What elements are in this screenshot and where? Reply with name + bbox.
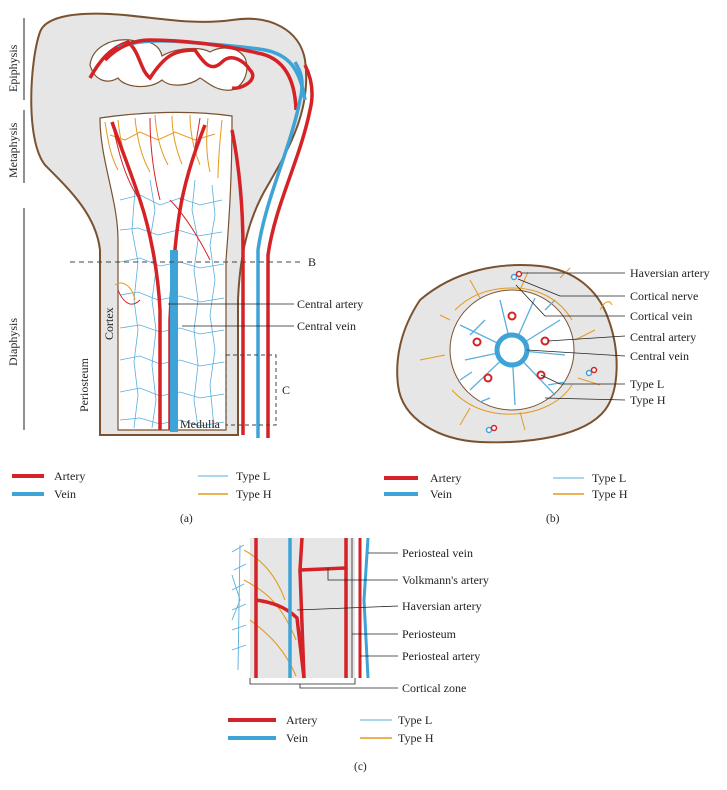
label-periosteum: Periosteum [77, 357, 91, 412]
legend-a: Artery Vein Type L Type H [12, 469, 272, 501]
label-central-vein: Central vein [297, 319, 356, 333]
legend-c-typeh: Type H [398, 731, 434, 745]
label-volkmanns-artery: Volkmann's artery [402, 573, 489, 587]
epiphyseal-artery [88, 40, 255, 90]
label-type-l-b: Type L [630, 377, 664, 391]
label-central-artery: Central artery [297, 297, 363, 311]
label-periosteal-artery: Periosteal artery [402, 649, 480, 663]
label-b: B [308, 255, 316, 269]
caption-a: (a) [180, 513, 193, 525]
caption-b: (b) [546, 513, 560, 525]
legend-c-typel: Type L [398, 713, 432, 727]
legend-a-typeh: Type H [236, 487, 272, 501]
legend-c-vein: Vein [286, 731, 308, 745]
label-epiphysis: Epiphysis [6, 44, 20, 92]
panel-c: Periosteal vein Volkmann's artery Havers… [228, 537, 489, 773]
leaders-b [515, 272, 626, 401]
label-central-artery-b: Central artery [630, 330, 696, 344]
haversian-pairs [485, 270, 598, 434]
legend-b-vein: Vein [430, 487, 452, 501]
label-haversian-artery-c: Haversian artery [402, 599, 482, 613]
legend-c-artery: Artery [286, 713, 317, 727]
label-periosteal-vein: Periosteal vein [402, 546, 473, 560]
central-vein-ring [494, 332, 530, 368]
c-volkmann-artery [298, 537, 348, 679]
panel-a: B C Central artery Central vein Medulla … [6, 12, 363, 525]
label-haversian-artery-b: Haversian artery [630, 266, 710, 280]
type-l-c [231, 544, 247, 671]
c-artery-haversian [255, 598, 306, 679]
label-cortical-vein: Cortical vein [630, 309, 692, 323]
legend-b-artery: Artery [430, 471, 461, 485]
c-periosteal-vein [362, 537, 370, 679]
region-c-box [225, 354, 277, 426]
legend-a-typel: Type L [236, 469, 270, 483]
metaphyseal-artery-right [230, 129, 245, 435]
label-medulla: Medulla [180, 417, 221, 431]
legend-a-vein: Vein [54, 487, 76, 501]
periosteal-vein-right [256, 61, 304, 438]
legend-b-typel: Type L [592, 471, 626, 485]
central-vein-bar [170, 250, 178, 432]
periosteal-artery-right [266, 64, 314, 438]
epiphysis-cells [89, 39, 248, 91]
epiphyseal-artery-2 [103, 38, 298, 111]
legend-b: Artery Vein Type L Type H [384, 471, 628, 501]
panel-b: Haversian artery Cortical nerve Cortical… [384, 264, 710, 525]
leaders-c [249, 552, 399, 689]
legend-b-typeh: Type H [592, 487, 628, 501]
legend-c: Artery Vein Type L Type H [228, 713, 434, 745]
label-central-vein-b: Central vein [630, 349, 689, 363]
label-diaphysis: Diaphysis [6, 318, 20, 366]
central-artery-long [110, 121, 162, 430]
medulla-region [99, 111, 233, 431]
label-metaphysis: Metaphysis [6, 122, 20, 178]
caption-c: (c) [354, 761, 367, 773]
label-cortical-nerve: Cortical nerve [630, 289, 698, 303]
legend-a-artery: Artery [54, 469, 85, 483]
label-cortex: Cortex [102, 307, 116, 340]
central-artery-rings [472, 311, 550, 383]
label-type-h-b: Type H [630, 393, 666, 407]
label-cortical-zone: Cortical zone [402, 681, 466, 695]
label-c: C [282, 383, 290, 397]
label-periosteum-c: Periosteum [402, 627, 457, 641]
